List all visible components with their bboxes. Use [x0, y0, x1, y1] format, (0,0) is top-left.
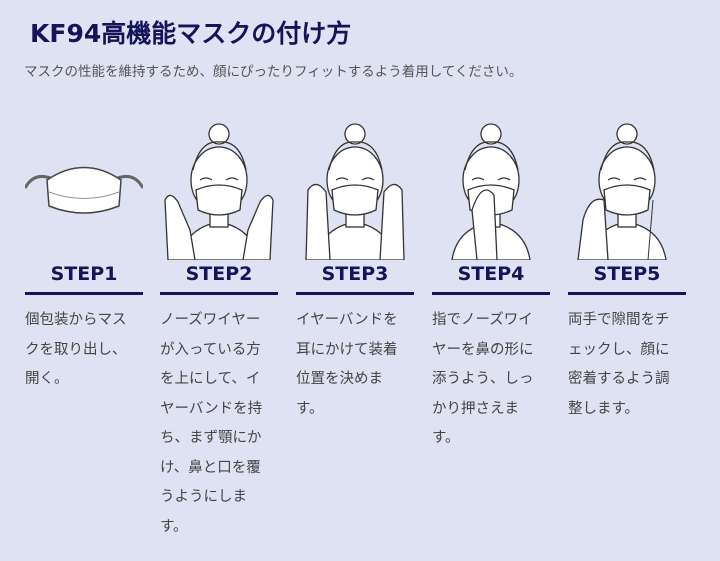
description-line: 開く。: [25, 371, 69, 387]
step-label: STEP1: [50, 263, 118, 285]
description-line: け、鼻と口を覆: [160, 459, 261, 476]
step-label: STEP4: [457, 263, 525, 285]
step-description: 両手で隙間をチェックし、顔に密着するよう調整します。: [568, 306, 686, 424]
description-line: クを取り出し、: [25, 341, 127, 358]
step-label: STEP2: [185, 263, 253, 285]
page-title: KF94高機能マスクの付け方: [30, 19, 352, 48]
description-line: うようにしま: [160, 489, 247, 505]
description-line: ヤーバンドを持: [160, 400, 263, 417]
step-3: STEP3 イヤーバンドを耳にかけて装着位置を決めます。: [296, 110, 414, 424]
description-line: 添うよう、しっ: [432, 371, 534, 387]
description-line: 密着するよう調: [568, 371, 670, 387]
description-line: す。: [160, 518, 188, 535]
description-line: 指でノーズワイ: [432, 312, 533, 328]
description-line: 耳にかけて装着: [296, 341, 398, 358]
description-line: 整します。: [568, 400, 640, 417]
step-description: ノーズワイヤーが入っている方を上にして、イヤーバンドを持ち、まず顎にかけ、鼻と口…: [160, 306, 278, 542]
step-4: STEP4 指でノーズワイヤーを鼻の形に添うよう、しっかり押さえます。: [432, 110, 550, 454]
step-label: STEP5: [593, 263, 661, 285]
description-line: イヤーバンドを: [296, 312, 398, 328]
step-label: STEP3: [321, 263, 389, 285]
description-line: ヤーを鼻の形に: [432, 341, 534, 358]
step-divider: [25, 292, 143, 295]
description-line: す。: [432, 430, 460, 446]
description-line: ェックし、顔に: [568, 341, 670, 358]
description-line: 位置を決めま: [296, 371, 383, 387]
description-line: ノーズワイヤー: [160, 312, 261, 328]
description-line: ち、まず顎にか: [160, 430, 262, 446]
step-5: STEP5 両手で隙間をチェックし、顔に密着するよう調整します。: [568, 110, 686, 424]
step-illustration-icon: [296, 110, 414, 260]
step-illustration-icon: [568, 110, 686, 260]
step-divider: [432, 292, 550, 295]
step-divider: [568, 292, 686, 295]
description-line: が入っている方: [160, 341, 261, 358]
description-line: す。: [296, 400, 324, 417]
step-1: STEP1 個包装からマスクを取り出し、開く。: [25, 110, 143, 395]
description-line: を上にして、イ: [160, 371, 261, 387]
step-divider: [160, 292, 278, 295]
step-illustration-icon: [25, 110, 143, 260]
step-illustration-icon: [160, 110, 278, 260]
description-line: 両手で隙間をチ: [568, 312, 670, 328]
description-line: かり押さえま: [432, 400, 519, 417]
page-subtitle: マスクの性能を維持するため、顔にぴったりフィットするよう着用してください。: [24, 64, 523, 80]
description-line: 個包装からマス: [25, 312, 127, 328]
step-2: STEP2 ノーズワイヤーが入っている方を上にして、イヤーバンドを持ち、まず顎に…: [160, 110, 278, 542]
step-divider: [296, 292, 414, 295]
step-description: 指でノーズワイヤーを鼻の形に添うよう、しっかり押さえます。: [432, 306, 550, 454]
step-description: イヤーバンドを耳にかけて装着位置を決めます。: [296, 306, 414, 424]
step-description: 個包装からマスクを取り出し、開く。: [25, 306, 143, 395]
step-illustration-icon: [432, 110, 550, 260]
